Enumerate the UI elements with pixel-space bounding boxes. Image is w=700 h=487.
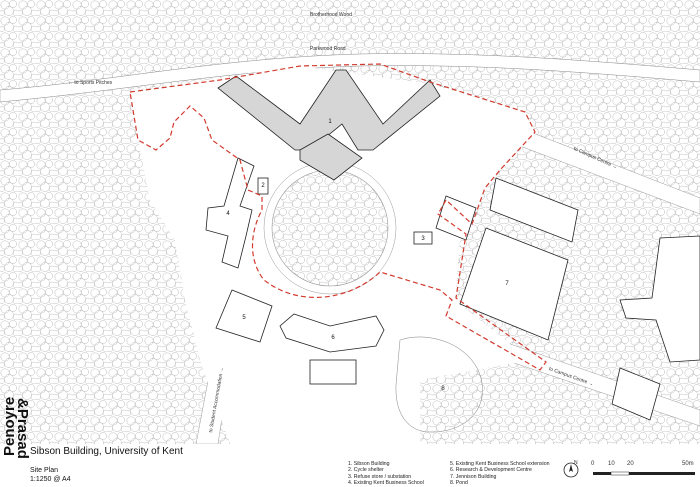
scale-bar-graphic — [593, 471, 695, 476]
building-5 — [215, 289, 273, 343]
building-6 — [279, 313, 385, 353]
label-parkwood-road: Parkwood Road — [310, 46, 346, 52]
plan-name: Site Plan — [30, 467, 59, 474]
building-number-2: 2 — [261, 183, 265, 189]
north-label: N — [574, 460, 578, 466]
pond-area — [395, 336, 483, 433]
legend-item: 2. Cycle shelter — [348, 467, 384, 474]
building-number-1: 1 — [328, 119, 332, 125]
scale-note: 1:1250 @ A4 — [30, 476, 71, 483]
building-number-4: 4 — [226, 211, 230, 217]
scale-tick-10: 10 — [608, 461, 615, 467]
practice-logo: Penoyre &Prasad — [1, 397, 31, 460]
legend-column-2: 5. Existing Kent Business School extensi… — [450, 461, 550, 487]
building-number-3: 3 — [421, 236, 425, 242]
site-boundary — [129, 63, 547, 371]
scale-tick-50m: 50m — [682, 461, 694, 467]
title-block — [0, 444, 700, 487]
logo-line-2: &Prasad — [14, 398, 31, 459]
building-6-annex — [309, 359, 357, 385]
label-to-sports-pitches: ← to Sports Pitches — [68, 80, 113, 86]
north-arrow-icon — [563, 462, 579, 478]
building-1-block — [299, 133, 363, 181]
building-number-8: 8 — [441, 386, 445, 392]
building-7-wing — [489, 177, 579, 243]
legend-item: 7. Jennison Building — [450, 473, 497, 480]
legend-item: 3. Refuse store / substation — [348, 473, 412, 480]
building-number-5: 5 — [242, 315, 246, 321]
legend-column-1: 1. Sibson Building 2. Cycle shelter 3. R… — [348, 461, 424, 487]
building-4 — [205, 157, 255, 269]
campus-building-east — [619, 235, 700, 363]
scale-bar: 0 10 20 50m — [588, 461, 700, 481]
legend-item: 4. Existing Kent Business School — [348, 480, 424, 487]
scale-tick-20: 20 — [627, 461, 634, 467]
scale-tick-0: 0 — [591, 461, 595, 467]
campus-building-southeast — [611, 367, 661, 421]
drawing-title: Sibson Building, University of Kent — [30, 446, 183, 457]
legend-item: 8. Pond — [450, 480, 468, 487]
building-2-cycle-shelter — [257, 177, 269, 195]
building-number-7: 7 — [505, 281, 509, 287]
building-7-small — [435, 195, 477, 241]
central-tree-ring — [271, 169, 389, 287]
building-number-6: 6 — [331, 335, 335, 341]
parkwood-road — [0, 53, 700, 103]
label-brotherhood-wood: Brotherhood Wood — [310, 12, 352, 18]
legend-item: 1. Sibson Building — [348, 461, 390, 467]
legend-item: 6. Research & Development Centre — [450, 467, 532, 474]
building-7-jennison — [459, 227, 569, 341]
legend-item: 5. Existing Kent Business School extensi… — [450, 461, 550, 467]
building-3-refuse-store — [413, 231, 433, 245]
